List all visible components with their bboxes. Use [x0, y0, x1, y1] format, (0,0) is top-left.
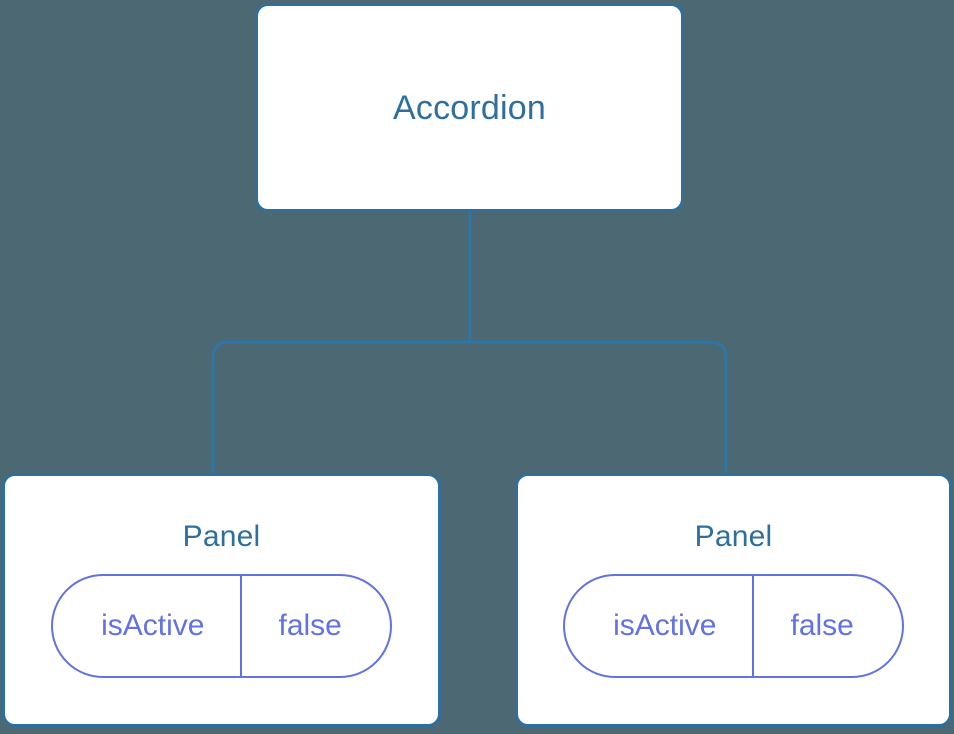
connector-branch-right: [470, 340, 728, 476]
node-accordion[interactable]: Accordion: [255, 3, 684, 212]
state-pill-panel-1[interactable]: isActive false: [51, 574, 392, 678]
node-panel-1[interactable]: Panel isActive false: [2, 473, 441, 727]
node-accordion-title: Accordion: [393, 88, 546, 127]
state-pill-panel-2[interactable]: isActive false: [563, 574, 904, 678]
state-key-panel-1: isActive: [101, 609, 205, 642]
node-panel-1-title: Panel: [182, 520, 261, 553]
node-panel-2-title: Panel: [694, 520, 773, 553]
state-value-panel-2: false: [752, 576, 901, 676]
connector-branch-left: [211, 340, 470, 476]
state-key-panel-2: isActive: [613, 609, 717, 642]
node-panel-2[interactable]: Panel isActive false: [515, 473, 952, 727]
state-value-panel-1: false: [240, 576, 389, 676]
